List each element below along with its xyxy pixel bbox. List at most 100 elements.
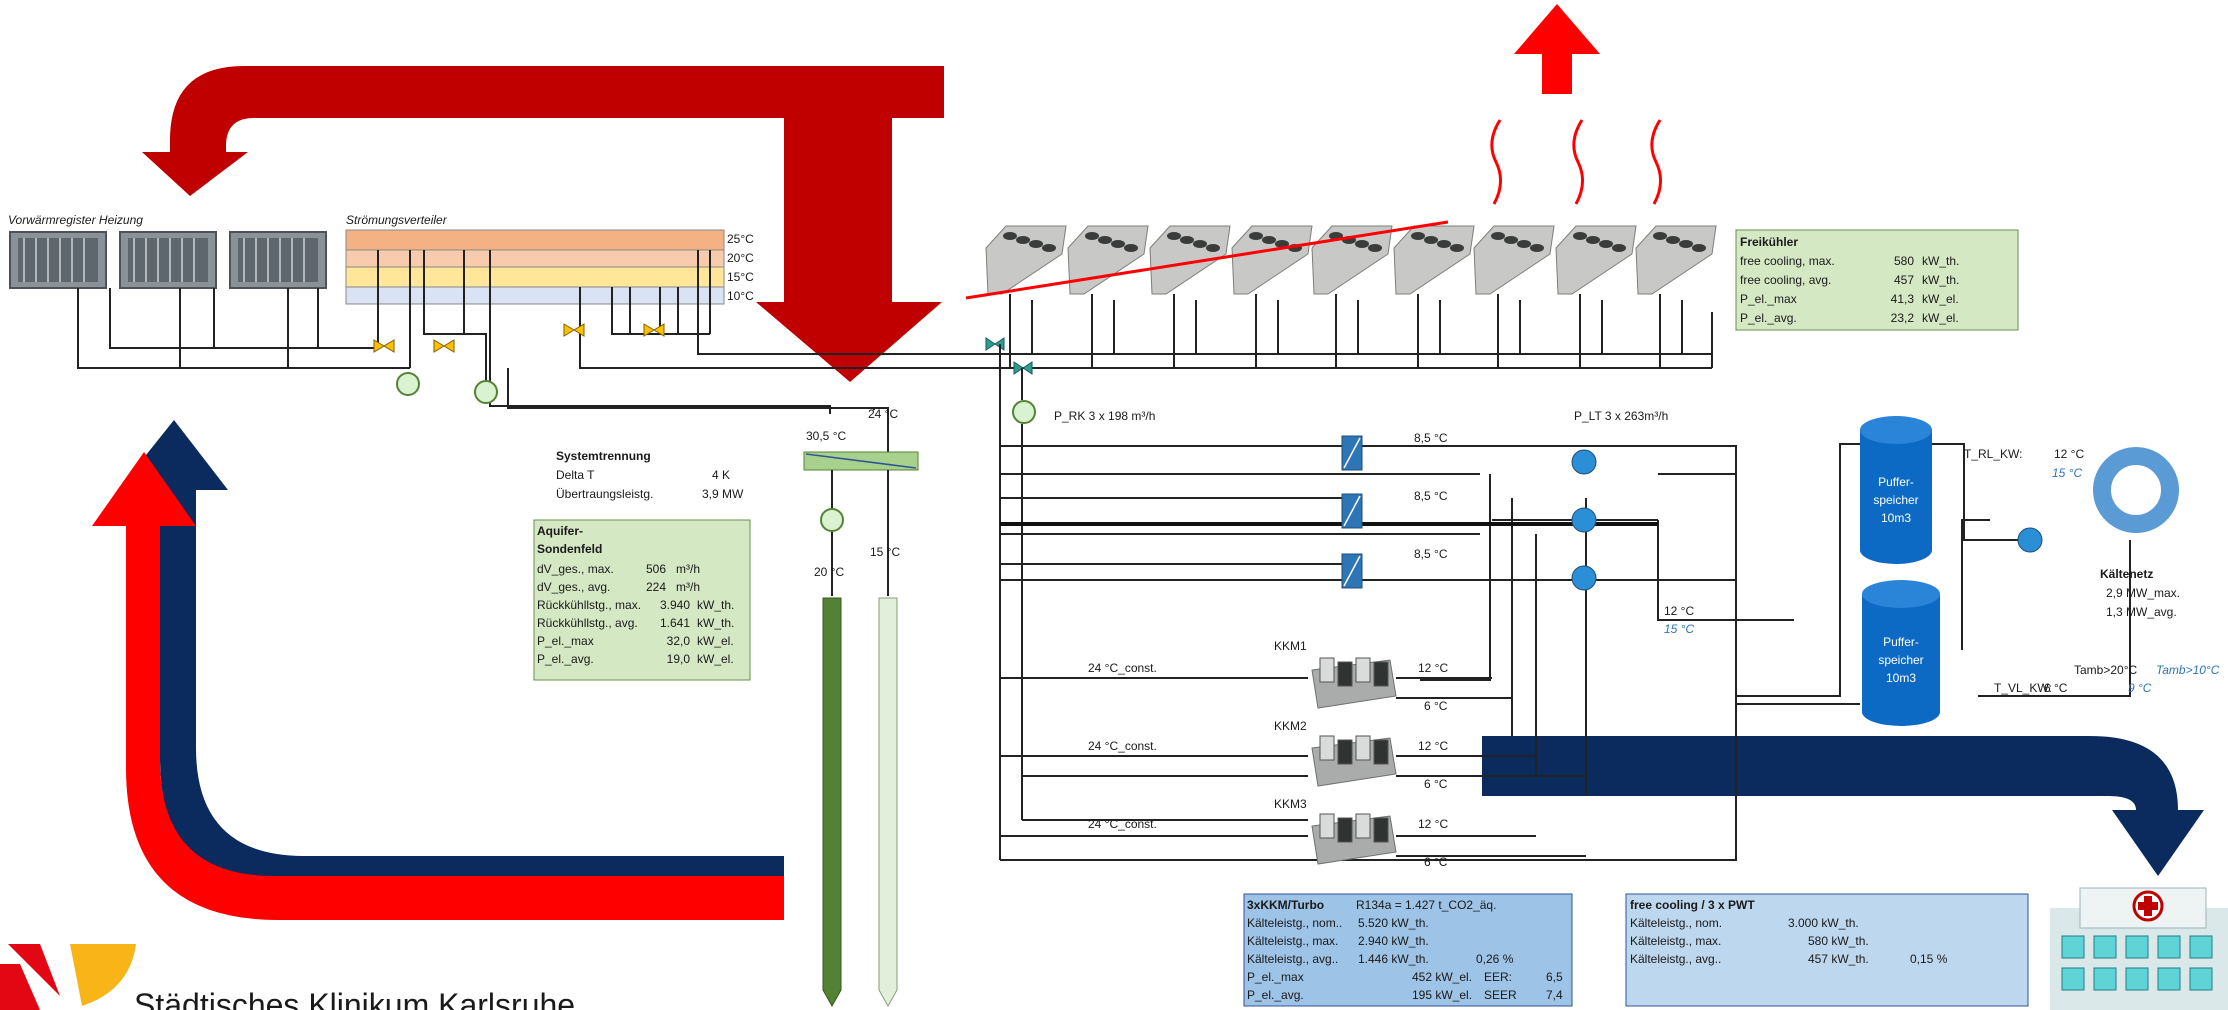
chiller-condenser: 24 °C_const. — [1088, 661, 1157, 675]
svg-text:1.641: 1.641 — [660, 616, 690, 630]
aquifer-title-1: Aquifer- — [537, 524, 583, 538]
freecooler-info-box: Freikühler free cooling, max. 580 kW_th.… — [1736, 230, 2018, 330]
kaeltenetz-title: Kältenetz — [2100, 567, 2153, 581]
chiller-condenser: 24 °C_const. — [1088, 739, 1157, 753]
sep-temp-low: 20 °C — [814, 565, 844, 579]
svg-text:Kälteleistg., nom.: Kälteleistg., nom. — [1630, 916, 1722, 930]
heating-register-label: Vorwärmregister Heizung — [8, 213, 143, 227]
buffer-tank-2: Puffer- speicher 10m3 — [1862, 580, 1940, 726]
svg-text:P_el._max: P_el._max — [1247, 970, 1304, 984]
clinic-logo: Städtisches Klinikum Karlsruhe — [0, 944, 575, 1010]
cooling-network-ring-icon — [2102, 456, 2170, 524]
svg-text:580: 580 — [1894, 254, 1914, 268]
dry-cooler-icon — [986, 226, 1066, 368]
cooling-supply-arrow — [1482, 736, 2204, 876]
svg-text:kW_el.: kW_el. — [1922, 292, 1959, 306]
aquifer-title-2: Sondenfeld — [537, 542, 602, 556]
svg-text:41,3: 41,3 — [1891, 292, 1915, 306]
heat-exhaust-arrow — [1514, 4, 1600, 94]
svg-text:free cooling, max.: free cooling, max. — [1740, 254, 1835, 268]
dry-cooler-icon — [1394, 226, 1474, 368]
kkm-refrigerant: R134a = 1.427 t_CO2_äq. — [1356, 898, 1496, 912]
heating-register-group: Vorwärmregister Heizung — [8, 213, 326, 288]
dry-cooler-icon — [1232, 226, 1312, 368]
svg-text:6,5: 6,5 — [1546, 970, 1563, 984]
chiller-temp-low: 6 °C — [1424, 777, 1448, 791]
aquifer-row: Rückkühllstg., max. 3.940 kW_th. — [537, 598, 734, 612]
chiller-machine-icon — [1312, 658, 1396, 708]
svg-text:457: 457 — [1894, 273, 1914, 287]
chiller-temp-high: 12 °C — [1418, 817, 1448, 831]
svg-text:dV_ges., avg.: dV_ges., avg. — [537, 580, 610, 594]
dry-cooler-icon — [1312, 226, 1392, 368]
svg-text:Puffer-: Puffer- — [1878, 475, 1914, 489]
svg-text:2.940 kW_th.: 2.940 kW_th. — [1358, 934, 1429, 948]
cooling-network-info: Kältenetz 2,9 MW_max. 1,3 MW_avg. — [2100, 567, 2180, 619]
t-vl-alt: 9 °C — [2128, 681, 2152, 695]
chiller-kkm1: KKM1 24 °C_const. 12 °C 6 °C — [1088, 639, 1448, 713]
hx-temp-3: 8,5 °C — [1414, 547, 1448, 561]
svg-text:Puffer-: Puffer- — [1883, 635, 1919, 649]
svg-text:P_el._avg.: P_el._avg. — [1740, 311, 1797, 325]
svg-text:dV_ges., max.: dV_ges., max. — [537, 562, 614, 576]
svg-text:m³/h: m³/h — [676, 562, 700, 576]
kkm-row: Kälteleistg., max. 2.940 kW_th. — [1247, 934, 1429, 948]
plate-exchanger-pipes — [1000, 444, 2130, 860]
dry-cooler-row — [986, 226, 1716, 368]
aquifer-probe-cold — [879, 598, 897, 1006]
t-rl-alt: 15 °C — [2052, 466, 2082, 480]
svg-text:452 kW_el.: 452 kW_el. — [1412, 970, 1472, 984]
svg-text:0,26 %: 0,26 % — [1476, 952, 1514, 966]
svg-text:Kälteleistg., nom..: Kälteleistg., nom.. — [1247, 916, 1342, 930]
svg-text:speicher: speicher — [1873, 493, 1918, 507]
svg-text:Kälteleistg., avg..: Kälteleistg., avg.. — [1630, 952, 1721, 966]
svg-text:m³/h: m³/h — [676, 580, 700, 594]
flow-distributor: Strömungsverteiler 25°C 20°C 15°C 10°C — [346, 213, 754, 304]
heating-register-2 — [120, 232, 216, 288]
svg-text:free cooling, avg.: free cooling, avg. — [1740, 273, 1831, 287]
heat-wave-icon — [1492, 120, 1661, 204]
temp-25: 25°C — [727, 232, 754, 246]
separation-row-value: 3,9 MW — [702, 487, 744, 501]
svg-text:457 kW_th.: 457 kW_th. — [1808, 952, 1869, 966]
svg-text:19,0: 19,0 — [667, 652, 691, 666]
pwt-info-box: free cooling / 3 x PWT Kälteleistg., nom… — [1626, 894, 2028, 1006]
svg-text:P_el._avg.: P_el._avg. — [1247, 988, 1304, 1002]
chiller-temp-low: 6 °C — [1424, 699, 1448, 713]
pump-rk-label: P_RK 3 x 198 m³/h — [1054, 409, 1155, 423]
t-rl-label: T_RL_KW: — [1964, 447, 2022, 461]
heat-return-arrow — [135, 62, 944, 382]
dry-cooler-icon — [1636, 226, 1716, 368]
heating-register-1 — [10, 232, 106, 288]
svg-text:kW_el.: kW_el. — [697, 652, 734, 666]
svg-text:P_el._avg.: P_el._avg. — [537, 652, 594, 666]
chiller-kkm3: KKM3 24 °C_const. 12 °C 6 °C — [1088, 797, 1448, 869]
chiller-machine-icon — [1312, 736, 1396, 786]
kkm-row: Kälteleistg., nom.. 5.520 kW_th. — [1247, 916, 1429, 930]
svg-text:23,2: 23,2 — [1891, 311, 1915, 325]
svg-text:kW_el.: kW_el. — [697, 634, 734, 648]
hx-temp-2: 8,5 °C — [1414, 489, 1448, 503]
hx-temp-1: 8,5 °C — [1414, 431, 1448, 445]
tamb-label: Tamb>20°C — [2074, 663, 2137, 677]
chiller-machine-icon — [1312, 814, 1396, 864]
svg-text:kW_th.: kW_th. — [697, 598, 734, 612]
kkm-info-box: 3xKKM/Turbo R134a = 1.427 t_CO2_äq. Kält… — [1244, 894, 1572, 1006]
separation-title: Systemtrennung — [556, 449, 651, 463]
svg-text:Kälteleistg., max.: Kälteleistg., max. — [1247, 934, 1338, 948]
svg-text:kW_th.: kW_th. — [1922, 254, 1959, 268]
svg-text:Kälteleistg., avg..: Kälteleistg., avg.. — [1247, 952, 1338, 966]
svg-text:kW_th.: kW_th. — [1922, 273, 1959, 287]
svg-text:32,0: 32,0 — [667, 634, 691, 648]
t-vl-value: 6 °C — [2044, 681, 2068, 695]
chiller-group: KKM1 24 °C_const. 12 °C 6 °C KKM2 24 °C_… — [1088, 639, 1448, 869]
svg-text:kW_el.: kW_el. — [1922, 311, 1959, 325]
separation-row-label: Delta T — [556, 468, 595, 482]
aquifer-info-box: Aquifer- Sondenfeld dV_ges., max. 506 m³… — [534, 520, 750, 680]
heating-register-3 — [230, 232, 326, 288]
pwt-title: free cooling / 3 x PWT — [1630, 898, 1755, 912]
svg-text:Rückkühllstg., max.: Rückkühllstg., max. — [537, 598, 641, 612]
dry-cooler-icon — [1556, 226, 1636, 368]
svg-text:P_el._max: P_el._max — [1740, 292, 1797, 306]
